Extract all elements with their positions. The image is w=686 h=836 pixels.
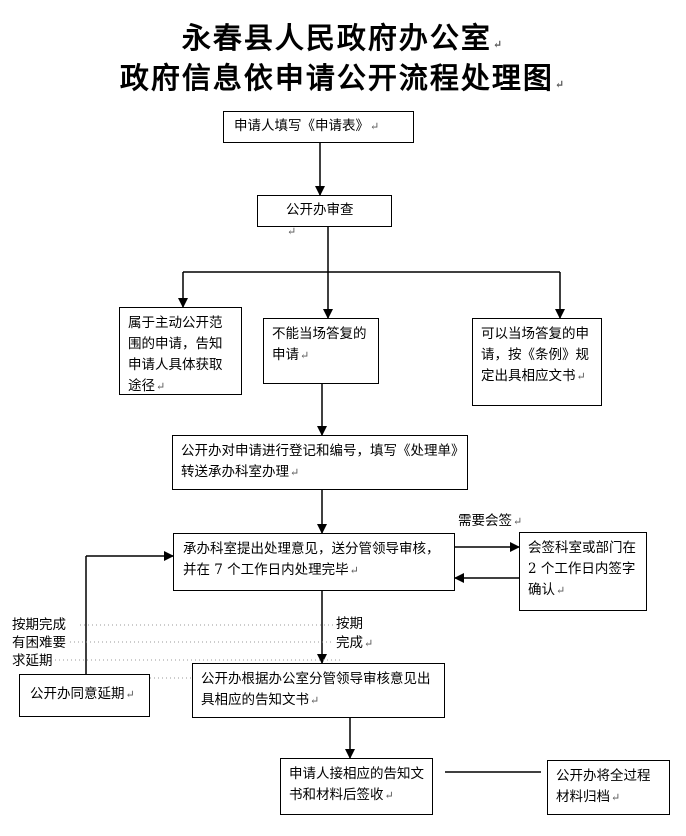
- label-on-time-right-1: 按期: [336, 616, 363, 632]
- paragraph-mark: ↵: [513, 515, 523, 528]
- register-text: 公开办对申请进行登记和编号，填写《处理单》转送承办科室办理: [181, 443, 458, 480]
- archive-text: 公开办将全过程材料归档: [556, 768, 651, 805]
- paragraph-mark: ↵: [554, 78, 567, 91]
- cannot-answer-box: 不能当场答复的申请↵: [263, 318, 379, 384]
- cosign-text: 会签科室或部门在 2 个工作日内签字确认: [528, 540, 636, 598]
- can-answer-box: 可以当场答复的申请，按《条例》规定出具相应文书↵: [472, 318, 602, 406]
- label-difficulty: 有困难要: [12, 635, 66, 651]
- cannot-answer-text: 不能当场答复的申请: [272, 326, 367, 363]
- review-box: 公开办审查 ↵: [257, 195, 392, 238]
- paragraph-mark: ↵: [556, 584, 566, 597]
- paragraph-mark: ↵: [370, 120, 380, 133]
- paragraph-mark: ↵: [576, 370, 586, 383]
- active-scope-text: 属于主动公开范围的申请，告知申请人具体获取途径: [128, 315, 223, 394]
- label-need-cosign: 需要会签↵: [458, 511, 522, 532]
- notice-box: 公开办根据办公室分管领导审核意见出具相应的告知文书↵: [192, 663, 445, 718]
- paragraph-mark: ↵: [125, 688, 135, 701]
- paragraph-mark: ↵: [300, 349, 310, 362]
- notice-text: 公开办根据办公室分管领导审核意见出具相应的告知文书: [201, 671, 431, 708]
- paragraph-mark: ↵: [349, 564, 359, 577]
- label-on-time-right-2: 完成↵: [336, 633, 373, 654]
- active-scope-box: 属于主动公开范围的申请，告知申请人具体获取途径↵: [119, 307, 242, 395]
- page-subtitle: 政府信息依申请公开流程处理图↵: [0, 60, 686, 103]
- receive-text: 申请人接相应的告知文书和材料后签收: [289, 766, 424, 803]
- paragraph-mark: ↵: [290, 466, 300, 479]
- review-text: 公开办审查: [286, 202, 354, 218]
- label-request-ext: 求延期: [12, 653, 53, 669]
- label-on-time-left: 按期完成: [12, 617, 66, 633]
- receive-box: 申请人接相应的告知文书和材料后签收↵: [280, 758, 433, 815]
- apply-form-text: 申请人填写《申请表》: [234, 118, 369, 134]
- can-answer-text: 可以当场答复的申请，按《条例》规定出具相应文书: [481, 326, 589, 384]
- need-cosign-text: 需要会签: [458, 513, 512, 529]
- paragraph-mark: ↵: [310, 694, 320, 707]
- paragraph-mark: ↵: [611, 791, 621, 804]
- paragraph-mark: ↵: [287, 225, 297, 238]
- page-title: 永春县人民政府办公室↵: [0, 20, 686, 63]
- paragraph-mark: ↵: [156, 380, 166, 393]
- paragraph-mark: ↵: [492, 38, 505, 51]
- cosign-box: 会签科室或部门在 2 个工作日内签字确认↵: [519, 532, 647, 611]
- extend-text: 公开办同意延期: [30, 686, 125, 702]
- title-line-2: 政府信息依申请公开流程处理图: [119, 61, 554, 95]
- paragraph-mark: ↵: [384, 789, 394, 802]
- paragraph-mark: ↵: [364, 637, 374, 650]
- on-time-right-2-text: 完成: [336, 635, 363, 651]
- handle-text: 承办科室提出处理意见，送分管领导审核，并在 7 个工作日内处理完毕: [183, 541, 440, 578]
- apply-form-box: 申请人填写《申请表》↵: [223, 111, 414, 143]
- handle-box: 承办科室提出处理意见，送分管领导审核，并在 7 个工作日内处理完毕↵: [173, 533, 455, 591]
- register-box: 公开办对申请进行登记和编号，填写《处理单》转送承办科室办理↵: [172, 435, 468, 490]
- title-line-1: 永春县人民政府办公室: [181, 21, 492, 55]
- archive-box: 公开办将全过程材料归档↵: [547, 760, 670, 815]
- extend-box: 公开办同意延期↵: [19, 674, 150, 717]
